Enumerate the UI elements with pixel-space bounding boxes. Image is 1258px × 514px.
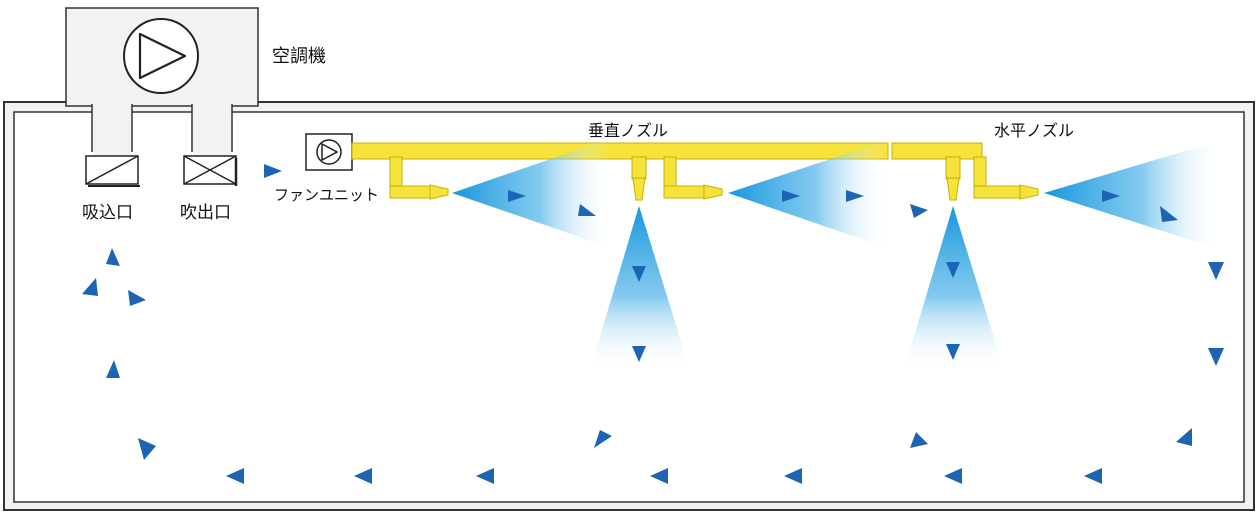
- fan-unit-label: ファンユニット: [274, 186, 379, 204]
- outlet-label: 吹出口: [180, 203, 231, 223]
- damper-icon: [183, 155, 238, 186]
- airflow-arrows: [82, 164, 1224, 484]
- vertical-jets: [590, 206, 1004, 370]
- ac-ducts: [91, 104, 233, 156]
- yellow-duct: [351, 142, 1039, 201]
- intake-label: 吸込口: [82, 203, 133, 223]
- horizontal-jets: [452, 138, 1222, 250]
- ac-unit-label: 空調機: [272, 46, 326, 67]
- damper-icon: [85, 155, 140, 187]
- horizontal-nozzle-label: 水平ノズル: [994, 121, 1074, 140]
- vertical-nozzle-label: 垂直ノズル: [588, 121, 668, 140]
- fan-icon: [305, 133, 353, 171]
- play-circle-icon: [123, 18, 199, 94]
- ac-unit: [65, 7, 259, 116]
